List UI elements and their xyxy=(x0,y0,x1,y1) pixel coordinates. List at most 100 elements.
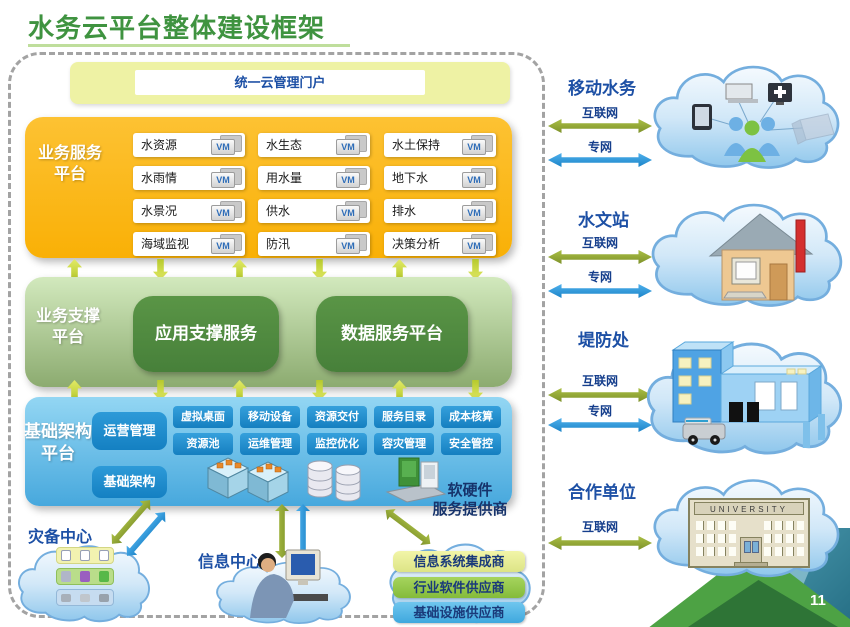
servers-icon xyxy=(206,457,290,503)
vm-icon: VM xyxy=(336,201,367,221)
disaster-storage-row xyxy=(56,589,114,606)
private-net-arrow-icon xyxy=(548,153,652,167)
window-row xyxy=(696,521,736,530)
server-icon xyxy=(79,550,90,561)
window-row xyxy=(696,547,736,556)
section-title-partner-units: 合作单位 xyxy=(568,483,636,502)
portal-label: 统一云管理门户 xyxy=(135,70,425,95)
section-title-hydro-station: 水文站 xyxy=(578,211,629,230)
university-steps xyxy=(734,562,768,567)
business-service-platform-label: 业务服务平台 xyxy=(37,145,102,183)
university-banner: UNIVERSITY xyxy=(694,502,804,515)
window-row xyxy=(764,521,804,530)
title-underline xyxy=(28,44,350,47)
section-title-mobile-water: 移动水务 xyxy=(568,79,636,98)
vm-icon: VM xyxy=(462,135,493,155)
operation-management-box: 运营管理 xyxy=(92,412,167,450)
mobile-users-devices-icon xyxy=(692,83,835,162)
window-row xyxy=(764,547,804,556)
internet-arrow-icon xyxy=(548,536,652,550)
storage-icon xyxy=(98,593,109,602)
vm-icon: VM xyxy=(336,168,367,188)
vm-icon: VM xyxy=(462,201,493,221)
data-service-platform-box: 数据服务平台 xyxy=(316,296,468,372)
app-icon xyxy=(79,571,90,582)
station-house-icon xyxy=(708,213,814,301)
private-net-arrow-icon xyxy=(548,418,652,432)
operator-photo xyxy=(250,549,328,618)
page-number: 11 xyxy=(810,592,826,609)
infra-item: 容灾管理 xyxy=(374,433,434,455)
vm-icon: VM xyxy=(336,135,367,155)
app-icon xyxy=(98,571,109,582)
internet-label: 互联网 xyxy=(581,374,618,388)
portal-bar: 统一云管理门户 xyxy=(70,62,510,104)
infra-item: 监控优化 xyxy=(307,433,367,455)
university-door xyxy=(740,537,762,564)
internet-arrow-icon xyxy=(548,119,652,133)
info-center-label: 信息中心 xyxy=(198,554,263,571)
app-icon xyxy=(61,571,72,582)
disaster-center-label: 灾备中心 xyxy=(28,529,93,546)
disaster-apps-row xyxy=(56,568,114,585)
server-icon xyxy=(98,550,109,561)
infra-item: 资源池 xyxy=(173,433,233,455)
private-net-label: 专网 xyxy=(587,404,612,418)
app-support-service-box: 应用支撑服务 xyxy=(133,296,279,372)
window-row xyxy=(696,534,736,543)
infra-item: 虚拟桌面 xyxy=(173,406,233,428)
page-title: 水务云平台整体建设框架 xyxy=(28,13,326,43)
vm-icon: VM xyxy=(211,135,242,155)
infra-item: 安全管控 xyxy=(441,433,501,455)
circuit-cards-icon xyxy=(385,457,447,503)
infra-item: 服务目录 xyxy=(374,406,434,428)
infra-item: 资源交付 xyxy=(307,406,367,428)
server-icon xyxy=(61,550,72,561)
internet-label: 互联网 xyxy=(581,236,618,250)
private-net-label: 专网 xyxy=(587,270,612,284)
provider-title: 软硬件 服务提供商 xyxy=(418,481,522,519)
disaster-servers-row xyxy=(56,547,114,564)
vm-icon: VM xyxy=(211,201,242,221)
internet-label: 互联网 xyxy=(581,106,618,120)
provider-title-line1: 软硬件 xyxy=(447,482,493,499)
internet-label: 互联网 xyxy=(581,520,618,534)
window-row xyxy=(764,534,804,543)
infra-item: 成本核算 xyxy=(441,406,501,428)
internet-arrow-icon xyxy=(548,250,652,264)
internet-arrow-icon xyxy=(548,388,652,402)
business-support-platform-label: 业务支撑平台 xyxy=(35,308,100,346)
foundation-architecture-box: 基础架构 xyxy=(92,466,167,498)
storage-icon xyxy=(79,593,90,602)
vm-icon: VM xyxy=(336,234,367,254)
section-title-dike-office: 堤防处 xyxy=(578,331,629,350)
vm-icon: VM xyxy=(211,168,242,188)
private-net-arrow-icon xyxy=(548,284,652,298)
database-icon xyxy=(307,460,361,502)
infra-item: 运维管理 xyxy=(240,433,300,455)
infra-item: 移动设备 xyxy=(240,406,300,428)
private-net-label: 专网 xyxy=(587,140,612,154)
vm-icon: VM xyxy=(462,168,493,188)
provider-title-line2: 服务提供商 xyxy=(432,501,508,518)
vm-icon: VM xyxy=(462,234,493,254)
vm-icon: VM xyxy=(211,234,242,254)
provider-pill: 基础设施供应商 xyxy=(393,602,525,623)
provider-pill: 信息系统集成商 xyxy=(393,551,525,572)
provider-pill: 行业软件供应商 xyxy=(393,577,525,598)
university-building-icon: UNIVERSITY xyxy=(688,498,810,568)
infrastructure-platform-label: 基础架构平台 xyxy=(24,422,92,463)
storage-icon xyxy=(61,593,72,602)
